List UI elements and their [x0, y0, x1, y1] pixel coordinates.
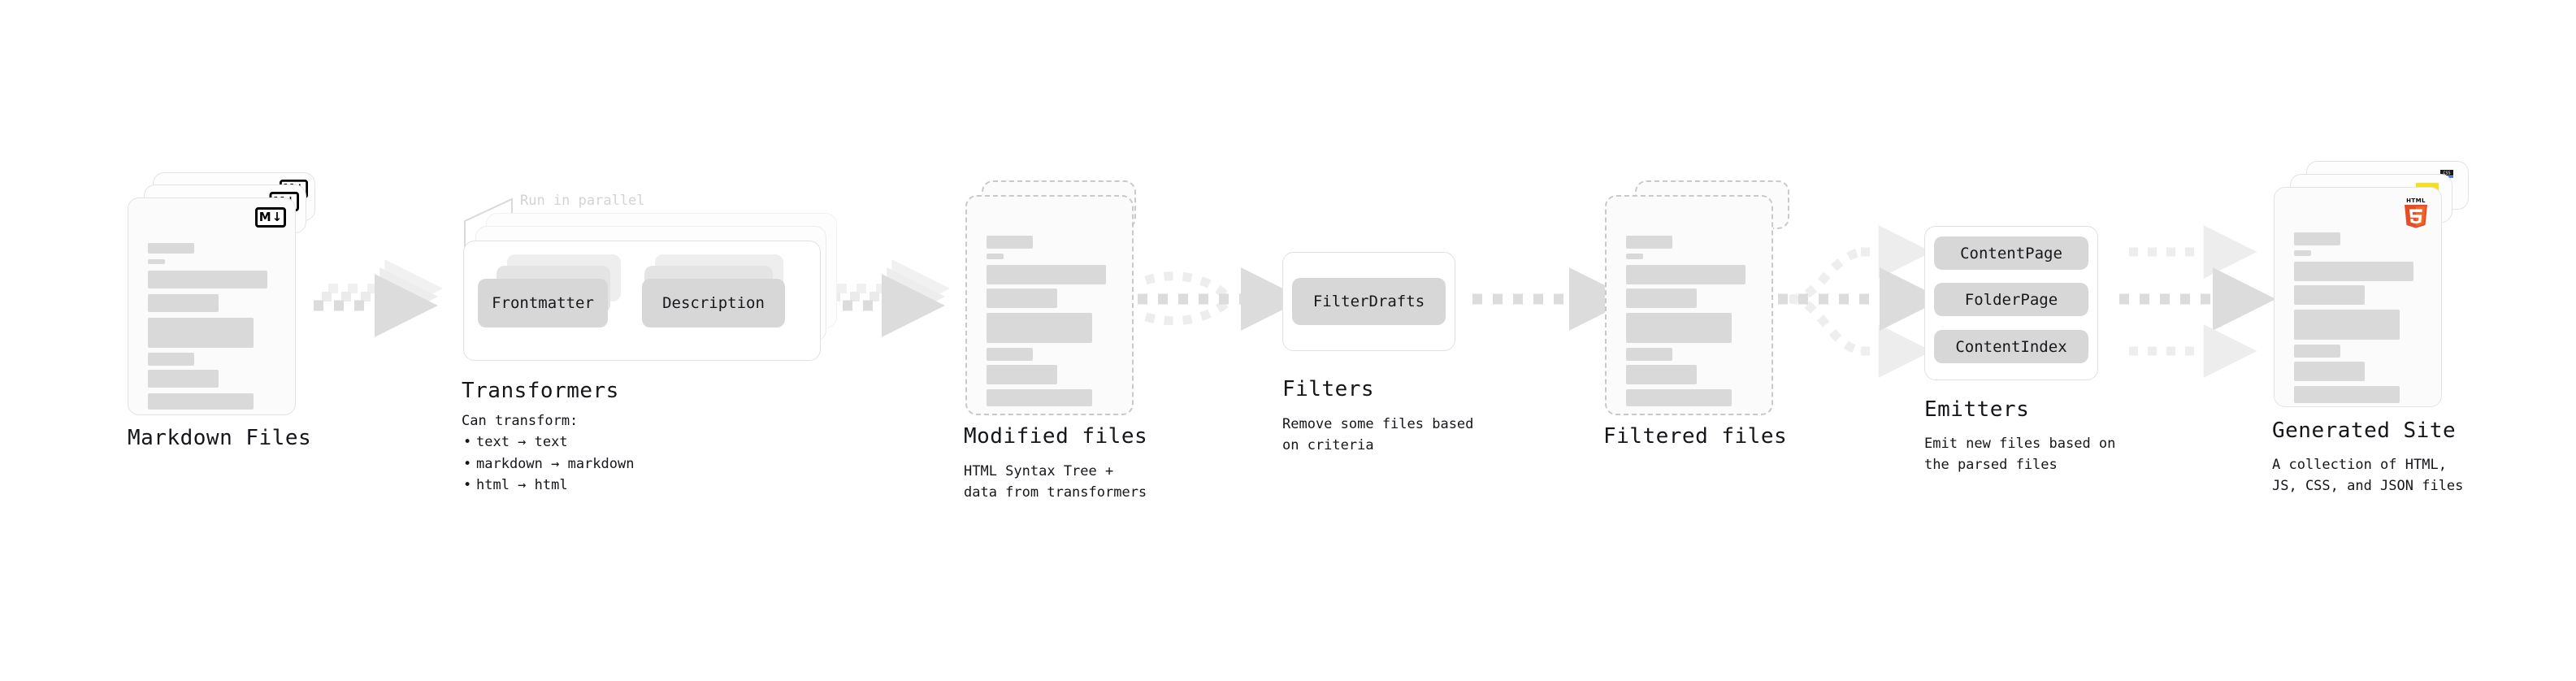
skeleton-line [1626, 348, 1672, 361]
markdown-badge-arrow: ↓ [271, 210, 283, 224]
arrow-emitters-to-generated [2119, 225, 2276, 378]
transformers-description: Can transform: text → text markdown → ma… [462, 410, 635, 497]
transformers-title: Transformers [462, 379, 619, 403]
markdown-card-front: M↓ [128, 197, 296, 415]
skeleton-line [2294, 262, 2413, 281]
skeleton-line [987, 365, 1057, 384]
skeleton-line [1626, 313, 1732, 343]
skeleton-line [987, 288, 1057, 308]
emitter-chip-folderpage[interactable]: FolderPage [1934, 283, 2088, 316]
arrow-markdown-to-transformers [314, 259, 444, 337]
skeleton-line [2294, 345, 2340, 358]
skeleton-line [148, 294, 219, 312]
skeleton-line [148, 271, 267, 288]
skeleton-line [2294, 232, 2340, 245]
skeleton-line [2294, 362, 2365, 381]
transformers-bullet-item: text → text [463, 432, 634, 453]
transformer-chip-frontmatter[interactable]: Frontmatter [478, 279, 608, 327]
skeleton-line [2294, 310, 2400, 340]
skeleton-line [2294, 386, 2400, 403]
arrow-filtered-to-emitters [1778, 225, 1943, 378]
skeleton-line [987, 236, 1033, 249]
skeleton-line [2294, 285, 2365, 305]
skeleton-line [2294, 250, 2311, 256]
skeleton-line [148, 318, 254, 348]
skeleton-line [148, 370, 219, 388]
generated-site-title: Generated Site [2272, 419, 2457, 443]
skeleton-line [1626, 236, 1672, 249]
transformers-bullet-item: html → html [463, 475, 634, 497]
skeleton-line [987, 265, 1106, 284]
filter-chip-filterdrafts[interactable]: FilterDrafts [1292, 278, 1446, 325]
generated-site-description: A collection of HTML, JS, CSS, and JSON … [2272, 457, 2464, 494]
skeleton-line [1626, 288, 1697, 308]
svg-text:CSS: CSS [2443, 171, 2450, 176]
transformers-bullet-list: text → text markdown → markdown html → h… [462, 432, 635, 497]
transformers-bullet-item: markdown → markdown [463, 453, 635, 475]
skeleton-line [1626, 389, 1732, 406]
arrow-modified-to-filters [1138, 267, 1304, 331]
modified-files-title: Modified files [964, 424, 1148, 449]
transformers-description-lead: Can transform: [462, 413, 579, 429]
filters-title: Filters [1282, 377, 1375, 401]
emitter-chip-contentindex[interactable]: ContentIndex [1934, 330, 2088, 363]
html5-badge: HTML [2405, 197, 2427, 228]
run-in-parallel-label: Run in parallel [520, 193, 645, 209]
skeleton-line [987, 348, 1033, 361]
skeleton-line [987, 254, 1004, 259]
markdown-files-title: Markdown Files [128, 426, 312, 450]
html5-badge-wordmark: HTML [2406, 197, 2426, 204]
skeleton-line [148, 259, 165, 264]
filtered-files-title: Filtered files [1603, 424, 1788, 449]
skeleton-line [1626, 365, 1697, 384]
skeleton-line [1626, 254, 1643, 259]
markdown-badge-front: M↓ [255, 207, 286, 228]
emitter-chip-contentpage[interactable]: ContentPage [1934, 236, 2088, 270]
emitters-title: Emitters [1924, 397, 2030, 422]
skeleton-line [148, 353, 194, 366]
generated-card-front: HTML [2274, 187, 2442, 407]
transformer-chip-description[interactable]: Description [642, 279, 785, 327]
skeleton-line [148, 243, 194, 254]
skeleton-line [987, 389, 1092, 406]
skeleton-line [1626, 265, 1746, 284]
markdown-badge-letter: M [258, 210, 271, 224]
skeleton-line [148, 393, 254, 410]
skeleton-line [987, 313, 1092, 343]
modified-card-front [965, 195, 1134, 415]
modified-files-description: HTML Syntax Tree + data from transformer… [964, 463, 1147, 501]
filters-description: Remove some files based on criteria [1282, 416, 1474, 453]
emitters-description: Emit new files based on the parsed files [1924, 436, 2116, 473]
filtered-card-front [1605, 195, 1773, 415]
